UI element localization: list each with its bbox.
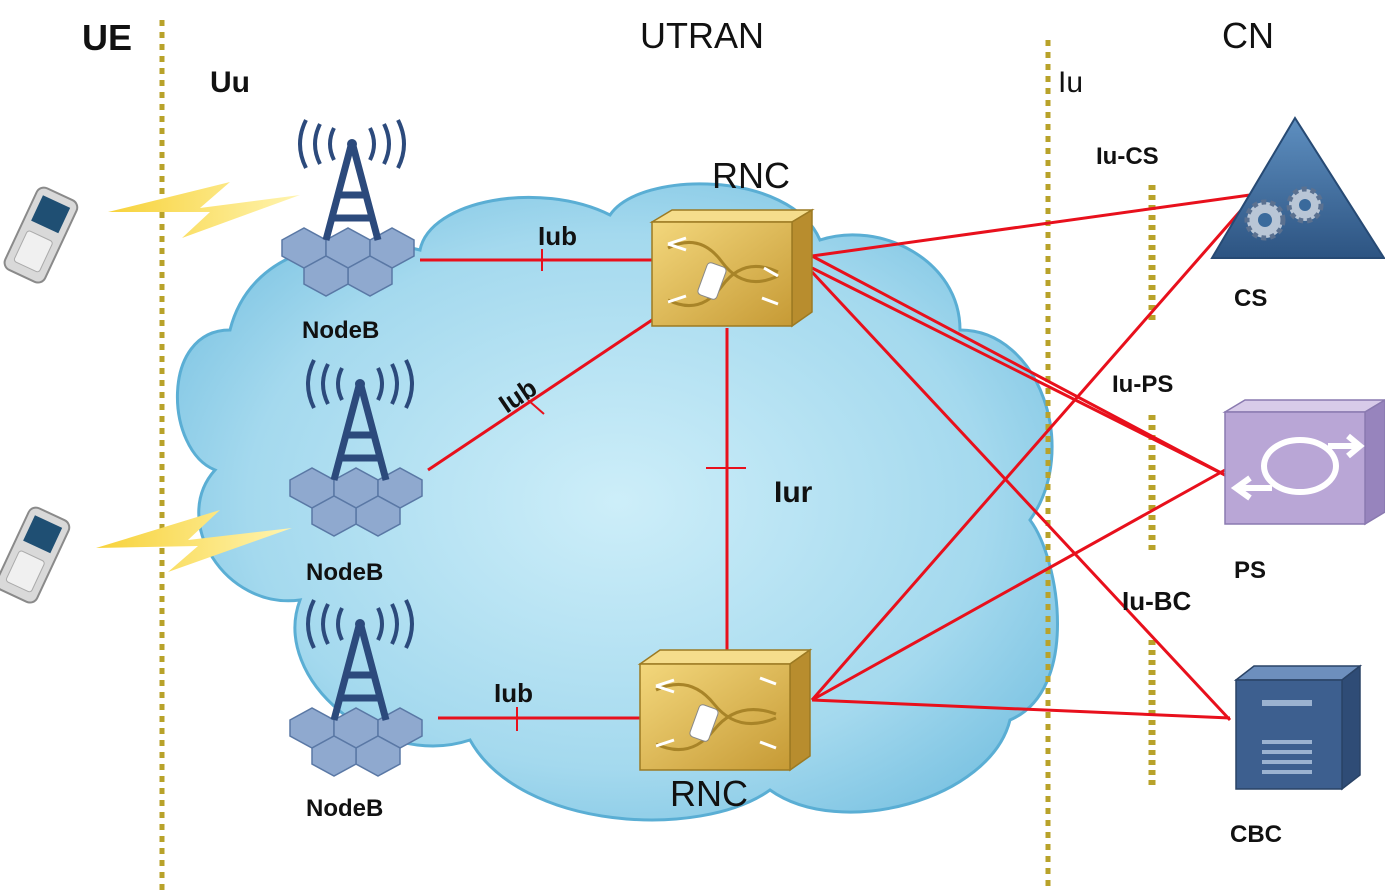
mobile-phone-icon xyxy=(3,186,79,284)
rnc-bottom-label: RNC xyxy=(670,773,748,814)
utran-cloud xyxy=(176,182,1059,822)
cell-tower-icon xyxy=(289,359,423,537)
mobile-phone-icon xyxy=(0,506,71,604)
ps-label: PS xyxy=(1234,557,1266,584)
nodeb-label-3: NodeB xyxy=(306,795,383,822)
iub-label-1: Iub xyxy=(538,221,577,251)
links xyxy=(420,193,1252,731)
rnc-top-label: RNC xyxy=(712,155,790,196)
ps-node[interactable] xyxy=(1222,399,1385,526)
iub-label-3: Iub xyxy=(494,678,533,708)
rnc-bottom-to-ps xyxy=(811,468,1226,702)
cs-node[interactable] xyxy=(1210,116,1385,259)
cbc-node[interactable] xyxy=(1233,664,1363,791)
cbc-label: CBC xyxy=(1230,821,1282,848)
ue-header: UE xyxy=(82,17,132,58)
iub-link-2 xyxy=(427,316,656,472)
cell-tower-icon xyxy=(281,119,415,297)
lightning-icon xyxy=(96,510,292,572)
rnc-top[interactable] xyxy=(649,208,815,328)
iu-label: Iu xyxy=(1058,66,1083,99)
lightning-icon xyxy=(108,182,300,238)
rnc-top-to-ps xyxy=(811,254,1226,477)
iu-ps-label: Iu-PS xyxy=(1112,371,1173,398)
rnc-top-to-cs xyxy=(811,193,1251,258)
rnc-top-to-cbc xyxy=(810,270,1232,722)
nodeb-2[interactable] xyxy=(289,359,423,537)
rnc-bottom[interactable] xyxy=(637,648,813,772)
nodeb-label-1: NodeB xyxy=(302,317,379,344)
nodeb-3[interactable] xyxy=(289,599,423,777)
ps-switch-icon xyxy=(1222,399,1385,526)
iu-bc-label: Iu-BC xyxy=(1122,586,1192,616)
nodeb-1[interactable] xyxy=(281,119,415,297)
iur-label: Iur xyxy=(774,476,813,509)
cs-gear-icon xyxy=(1210,116,1385,259)
nodeb-label-2: NodeB xyxy=(306,559,383,586)
cbc-server-icon xyxy=(1233,664,1363,791)
utran-header: UTRAN xyxy=(640,15,764,56)
labels: UE UTRAN CN Uu Iu Iu-CS Iu-PS Iu-BC Iub … xyxy=(82,15,1282,848)
iu-cs-label: Iu-CS xyxy=(1096,143,1159,170)
uu-label: Uu xyxy=(210,66,250,99)
rnc-top-to-ps-2 xyxy=(811,266,1226,477)
rnc-router-icon xyxy=(637,648,813,772)
rnc-bottom-to-cs xyxy=(810,199,1252,701)
cs-label: CS xyxy=(1234,285,1267,312)
cn-header: CN xyxy=(1222,15,1274,56)
rnc-bottom-to-cbc xyxy=(811,698,1231,720)
rnc-router-icon xyxy=(649,208,815,328)
cell-tower-icon xyxy=(289,599,423,777)
